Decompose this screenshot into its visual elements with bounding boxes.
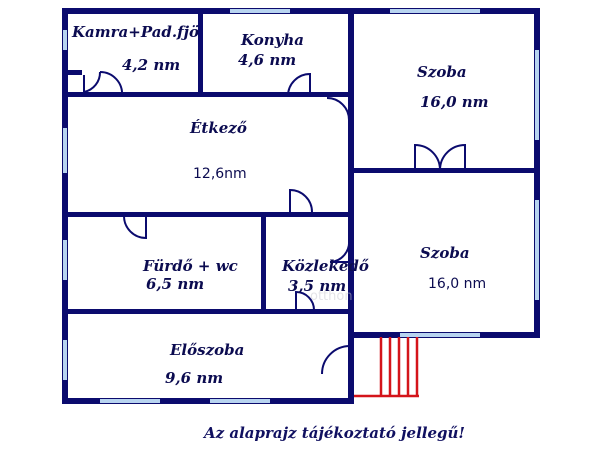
room-name-eloszoba: Előszoba <box>169 341 244 359</box>
disclaimer-note: Az alaprajz tájékoztató jellegű! <box>202 424 465 442</box>
room-name-szoba1: Szoba <box>417 63 467 81</box>
room-area-konyha: 4,6 nm <box>238 51 296 69</box>
room-name-etkezo: Étkező <box>189 119 247 137</box>
windows <box>63 9 539 403</box>
room-area-etkezo: 12,6nm <box>193 166 247 182</box>
entrance-stairs <box>354 337 419 398</box>
room-area-kamra: 4,2 nm <box>122 56 180 74</box>
room-name-furdo: Fürdő + wc <box>142 257 238 275</box>
room-name-kamra: Kamra+Pad.fjö <box>71 23 199 41</box>
watermark: otthon <box>310 289 353 304</box>
room-name-szoba2: Szoba <box>420 244 470 262</box>
room-name-konyha: Konyha <box>240 31 304 49</box>
room-name-kozlekedo: Közlekedő <box>281 257 369 275</box>
room-area-kozlekedo: 3,5 nm <box>288 277 346 295</box>
doors <box>83 70 466 375</box>
room-area-szoba2: 16,0 nm <box>428 276 486 292</box>
room-area-szoba1: 16,0 nm <box>420 93 489 111</box>
room-area-eloszoba: 9,6 nm <box>165 369 223 387</box>
room-area-furdo: 6,5 nm <box>146 275 204 293</box>
